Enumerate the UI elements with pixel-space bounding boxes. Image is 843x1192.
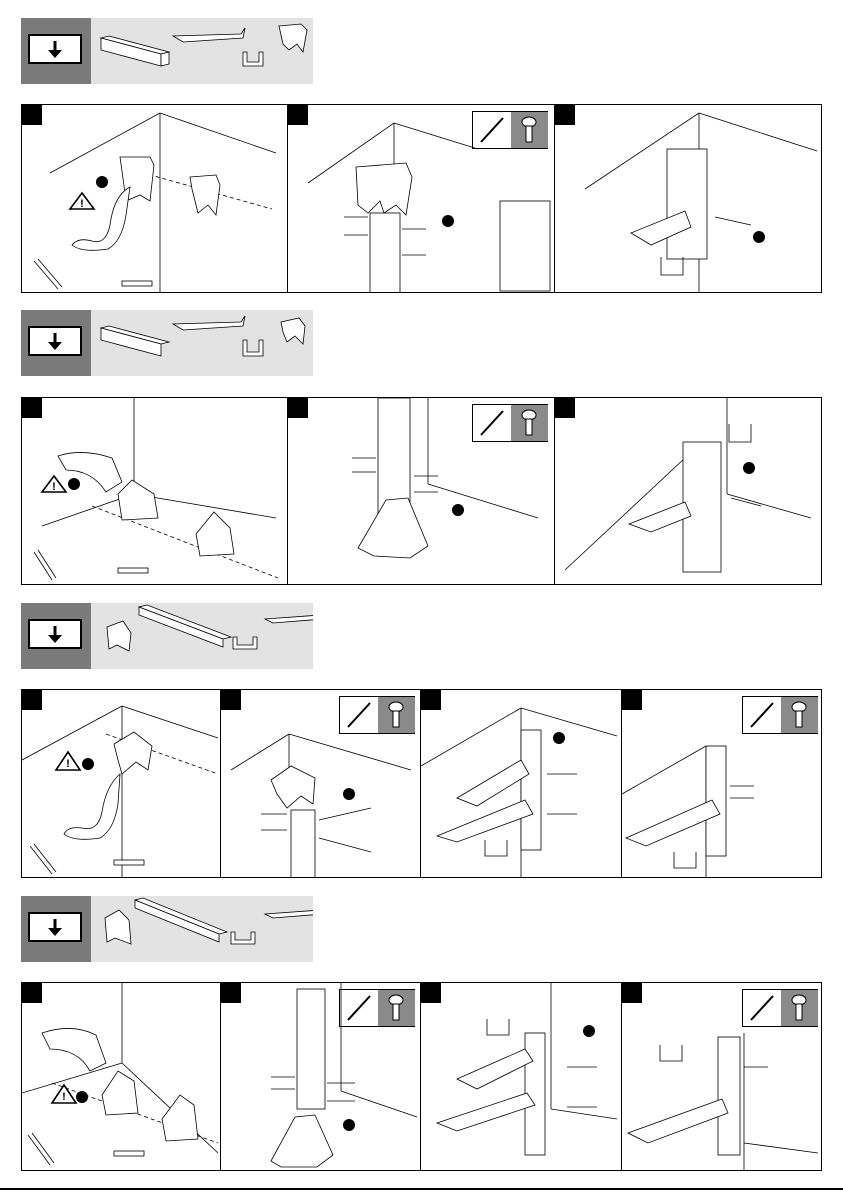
warning-triangle-icon: ! <box>56 752 80 770</box>
step-row-1: ! <box>21 104 822 293</box>
step-panel-1-1: ! <box>22 105 288 292</box>
page-bottom-rule <box>0 1188 843 1190</box>
download-arrow-icon <box>30 328 80 354</box>
section-4-header <box>21 896 313 962</box>
download-arrow-icon <box>30 36 80 62</box>
step-panel-1-3 <box>555 105 823 292</box>
step-illustration <box>421 690 622 877</box>
svg-text:!: ! <box>52 481 56 493</box>
download-arrow-icon <box>30 914 80 940</box>
step-panel-2-2 <box>288 398 555 584</box>
svg-text:!: ! <box>62 1091 66 1103</box>
step-panel-3-2 <box>221 690 421 877</box>
step-row-2: ! <box>21 397 822 585</box>
u-clip-part <box>243 52 263 66</box>
step-panel-4-1: ! <box>22 983 221 1170</box>
step-illustration <box>421 983 622 1170</box>
step-illustration <box>221 690 421 877</box>
parts-overview <box>93 18 313 84</box>
step-illustration <box>622 983 823 1170</box>
step-panel-4-3 <box>421 983 622 1170</box>
step-panel-2-1: ! <box>22 398 288 584</box>
step-illustration <box>221 983 421 1170</box>
section-3-header <box>21 603 313 669</box>
warning-triangle-icon: ! <box>70 193 94 210</box>
step-illustration: ! <box>22 983 221 1170</box>
warning-triangle-icon: ! <box>42 476 66 493</box>
step-illustration <box>555 398 823 584</box>
step-panel-4-2 <box>221 983 421 1170</box>
step-panel-1-2 <box>288 105 555 292</box>
step-illustration <box>288 398 555 584</box>
step-illustration <box>555 105 823 292</box>
download-badge <box>21 896 91 962</box>
parts-overview <box>93 310 313 376</box>
step-illustration <box>288 105 555 292</box>
wall-bracket-part <box>279 24 307 52</box>
section-1-header <box>21 18 313 84</box>
download-badge <box>21 603 91 669</box>
step-panel-3-3 <box>421 690 622 877</box>
step-illustration <box>622 690 823 877</box>
rail-profile-part <box>101 36 169 66</box>
parts-overview <box>93 896 313 962</box>
svg-text:!: ! <box>80 198 84 210</box>
download-badge <box>21 310 91 376</box>
svg-text:!: ! <box>66 758 70 770</box>
step-illustration: ! <box>22 690 221 877</box>
step-panel-2-3 <box>555 398 823 584</box>
step-row-4: ! <box>21 982 822 1171</box>
step-panel-4-4 <box>622 983 823 1170</box>
download-badge <box>21 18 91 84</box>
warning-triangle-icon: ! <box>52 1085 76 1103</box>
step-row-3: ! <box>21 689 822 878</box>
step-illustration: ! <box>22 105 288 292</box>
section-2-header <box>21 310 313 376</box>
wall-arm-part <box>173 28 245 42</box>
step-panel-3-1: ! <box>22 690 221 877</box>
step-panel-3-4 <box>622 690 823 877</box>
download-arrow-icon <box>30 621 80 647</box>
parts-overview <box>93 603 313 669</box>
step-illustration: ! <box>22 398 288 584</box>
